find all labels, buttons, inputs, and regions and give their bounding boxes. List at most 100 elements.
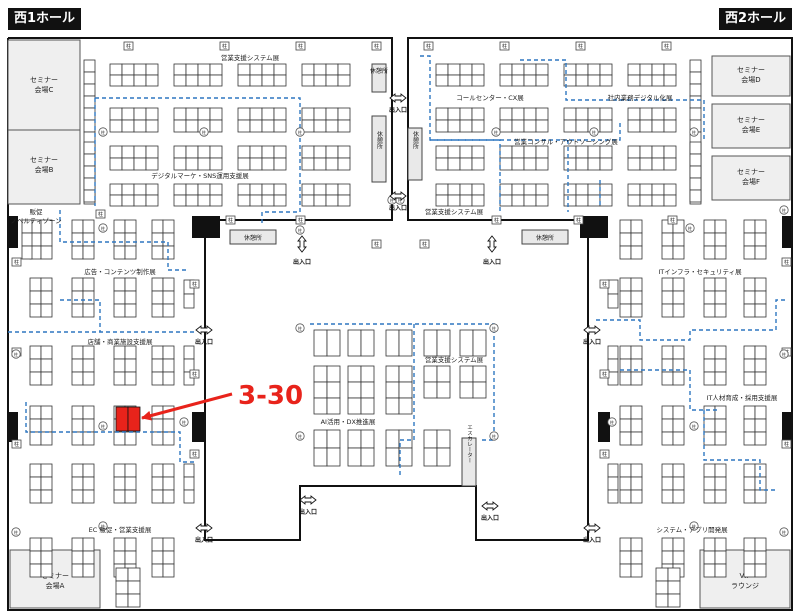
- booth[interactable]: [703, 219, 716, 234]
- booth[interactable]: [714, 245, 727, 260]
- booth[interactable]: [630, 563, 643, 578]
- booth[interactable]: [261, 194, 275, 207]
- booth[interactable]: [703, 371, 716, 386]
- booth[interactable]: [40, 418, 53, 433]
- booth[interactable]: [261, 183, 275, 196]
- booth[interactable]: [40, 405, 53, 420]
- booth[interactable]: [337, 157, 351, 171]
- booth[interactable]: [162, 371, 175, 386]
- booth[interactable]: [672, 345, 685, 360]
- booth[interactable]: [40, 245, 53, 260]
- booth[interactable]: [326, 447, 341, 467]
- booth[interactable]: [472, 365, 487, 383]
- booth[interactable]: [261, 145, 275, 159]
- booth[interactable]: [113, 371, 126, 386]
- booth[interactable]: [523, 145, 537, 159]
- booth[interactable]: [436, 381, 451, 399]
- booth[interactable]: [703, 550, 716, 565]
- booth[interactable]: [607, 358, 619, 373]
- booth[interactable]: [672, 537, 685, 552]
- booth[interactable]: [173, 74, 187, 87]
- booth[interactable]: [173, 157, 187, 171]
- booth[interactable]: [743, 563, 756, 578]
- booth[interactable]: [703, 476, 716, 491]
- booth[interactable]: [459, 63, 473, 76]
- booth[interactable]: [689, 189, 702, 203]
- booth[interactable]: [151, 232, 164, 247]
- booth[interactable]: [743, 245, 756, 260]
- booth[interactable]: [655, 593, 669, 608]
- booth[interactable]: [71, 563, 84, 578]
- booth[interactable]: [145, 194, 159, 207]
- booth[interactable]: [71, 418, 84, 433]
- booth[interactable]: [21, 232, 33, 247]
- booth[interactable]: [619, 489, 632, 504]
- booth[interactable]: [703, 303, 716, 318]
- booth[interactable]: [754, 371, 767, 386]
- booth[interactable]: [71, 245, 84, 260]
- booth[interactable]: [743, 431, 756, 446]
- booth[interactable]: [40, 371, 53, 386]
- booth[interactable]: [337, 183, 351, 196]
- booth[interactable]: [301, 194, 315, 207]
- booth[interactable]: [627, 183, 641, 196]
- booth[interactable]: [703, 358, 716, 373]
- booth[interactable]: [423, 381, 438, 399]
- booth[interactable]: [109, 107, 123, 121]
- booth[interactable]: [651, 107, 665, 121]
- booth[interactable]: [337, 145, 351, 159]
- booth[interactable]: [714, 290, 727, 305]
- booth[interactable]: [714, 219, 727, 234]
- booth[interactable]: [29, 277, 42, 292]
- booth[interactable]: [639, 157, 653, 171]
- booth[interactable]: [627, 119, 641, 133]
- booth[interactable]: [619, 303, 632, 318]
- booth[interactable]: [113, 358, 126, 373]
- booth[interactable]: [447, 183, 461, 196]
- booth[interactable]: [630, 405, 643, 420]
- booth[interactable]: [82, 418, 95, 433]
- booth[interactable]: [185, 63, 199, 76]
- booth[interactable]: [237, 157, 251, 171]
- booth[interactable]: [261, 63, 275, 76]
- booth[interactable]: [599, 157, 613, 171]
- booth[interactable]: [619, 371, 632, 386]
- booth[interactable]: [162, 345, 175, 360]
- booth[interactable]: [40, 277, 53, 292]
- booth[interactable]: [663, 183, 677, 196]
- booth[interactable]: [651, 183, 665, 196]
- booth[interactable]: [471, 63, 485, 76]
- booth[interactable]: [183, 476, 195, 491]
- booth[interactable]: [209, 63, 223, 76]
- booth[interactable]: [127, 567, 141, 582]
- booth[interactable]: [459, 183, 473, 196]
- booth[interactable]: [71, 277, 84, 292]
- booth[interactable]: [209, 74, 223, 87]
- booth[interactable]: [162, 303, 175, 318]
- booth[interactable]: [151, 463, 164, 478]
- booth[interactable]: [162, 277, 175, 292]
- booth[interactable]: [82, 358, 95, 373]
- booth[interactable]: [607, 293, 619, 309]
- booth[interactable]: [347, 429, 362, 449]
- booth[interactable]: [672, 431, 685, 446]
- booth[interactable]: [714, 563, 727, 578]
- booth[interactable]: [714, 476, 727, 491]
- booth[interactable]: [113, 245, 126, 260]
- booth[interactable]: [435, 194, 449, 207]
- booth[interactable]: [667, 567, 681, 582]
- booth[interactable]: [82, 489, 95, 504]
- booth[interactable]: [261, 157, 275, 171]
- booth[interactable]: [627, 63, 641, 76]
- booth[interactable]: [619, 405, 632, 420]
- booth[interactable]: [325, 183, 339, 196]
- booth[interactable]: [347, 397, 362, 415]
- booth[interactable]: [535, 183, 549, 196]
- booth[interactable]: [71, 405, 84, 420]
- booth[interactable]: [743, 371, 756, 386]
- booth[interactable]: [754, 489, 767, 504]
- booth[interactable]: [71, 489, 84, 504]
- booth[interactable]: [714, 303, 727, 318]
- booth[interactable]: [133, 107, 147, 121]
- booth[interactable]: [113, 550, 126, 565]
